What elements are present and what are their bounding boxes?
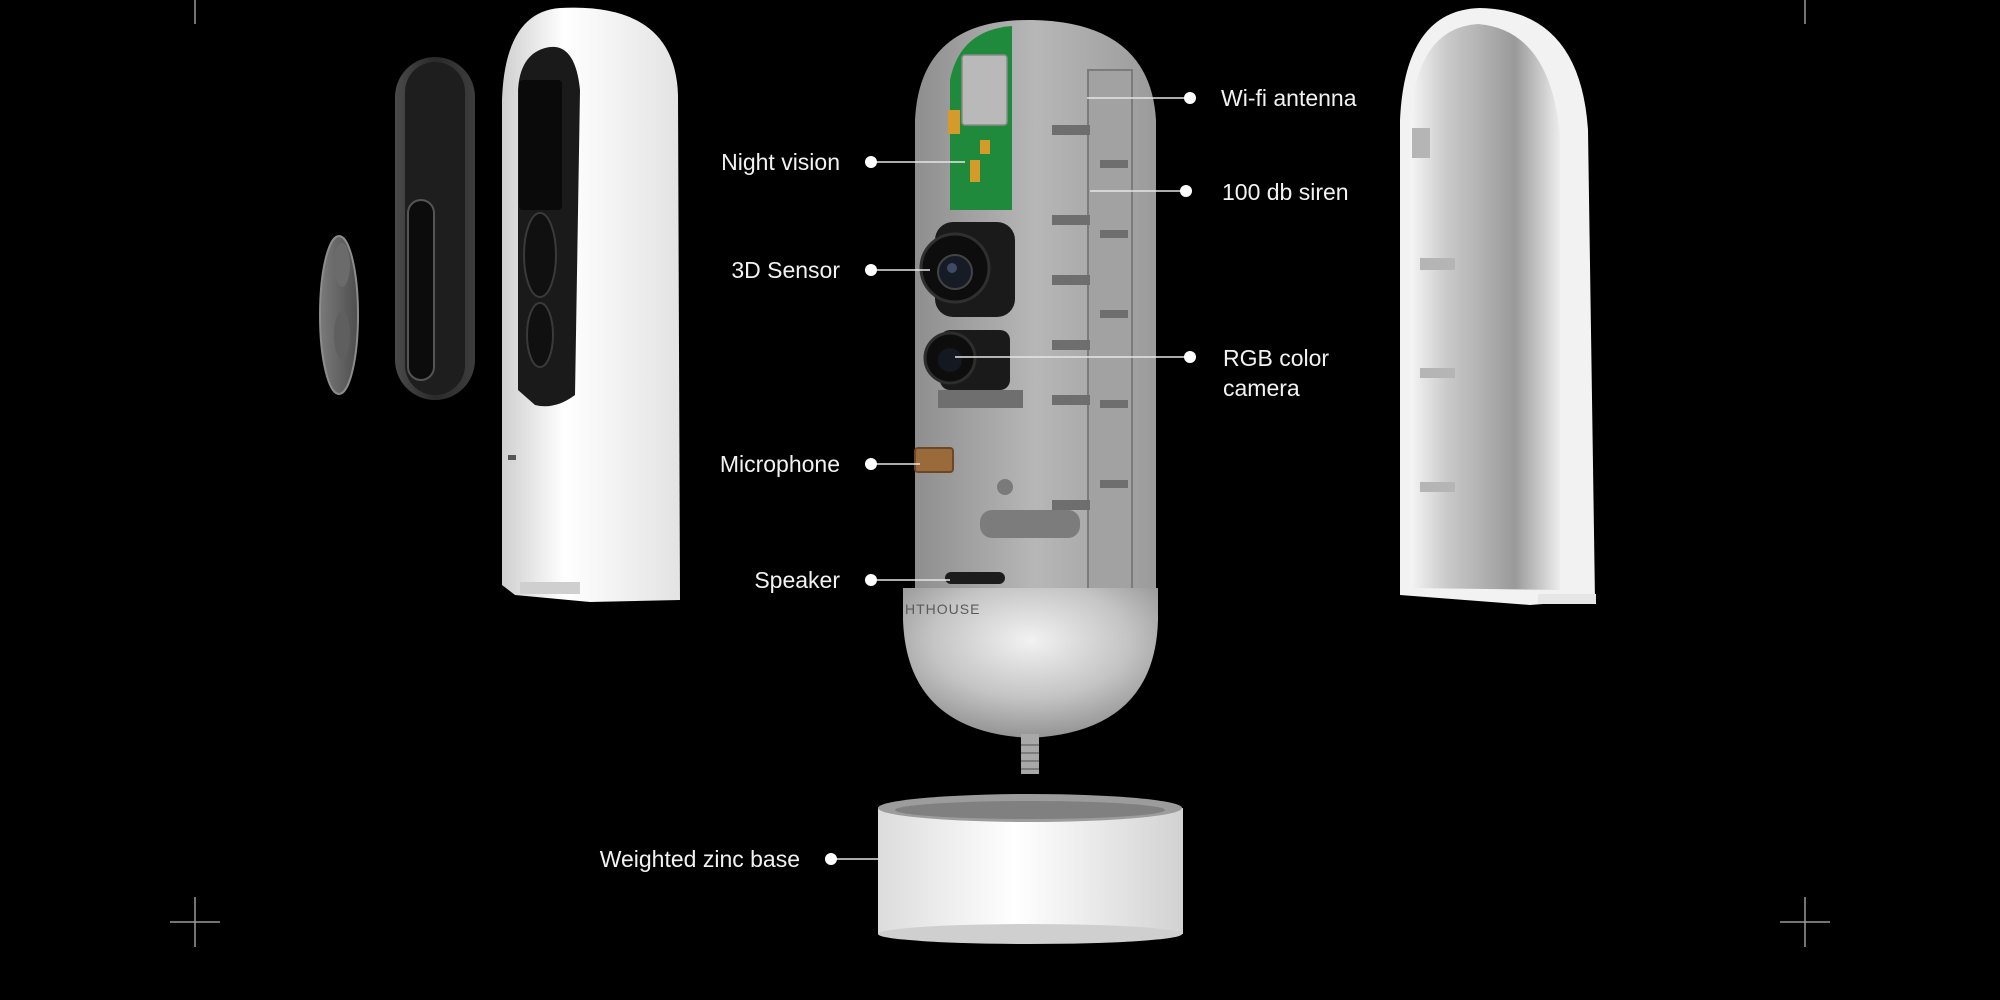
leader-dot xyxy=(1184,351,1196,363)
back-shell-part xyxy=(1400,8,1596,605)
label-rgb-camera: RGB color camera xyxy=(1223,343,1329,403)
leader-lines xyxy=(825,92,1196,865)
leader-dot xyxy=(865,264,877,276)
brand-fragment: HTHOUSE xyxy=(905,601,980,617)
leader-dot xyxy=(825,853,837,865)
corner-marks xyxy=(170,0,1830,947)
label-wifi-antenna: Wi-fi antenna xyxy=(1221,85,1357,111)
rgb-camera-lens xyxy=(923,330,1010,390)
speaker-part xyxy=(945,572,1005,584)
front-bezel-part xyxy=(395,57,475,400)
label-siren: 100 db siren xyxy=(1222,179,1349,205)
label-microphone: Microphone xyxy=(719,451,840,477)
label-3d-sensor: 3D Sensor xyxy=(731,257,840,283)
leader-dot xyxy=(865,458,877,470)
label-speaker: Speaker xyxy=(754,567,840,593)
label-night-vision: Night vision xyxy=(721,149,840,175)
internal-assembly: HTHOUSE xyxy=(903,19,1158,774)
leader-dot xyxy=(865,574,877,586)
leader-dot xyxy=(865,156,877,168)
lens-cover-part xyxy=(319,235,359,395)
label-rgb-camera-line1: RGB color xyxy=(1223,345,1330,371)
front-shell-part xyxy=(502,7,680,603)
3d-sensor-lens xyxy=(919,222,1015,317)
leader-dot xyxy=(1180,185,1192,197)
leader-dot xyxy=(1184,92,1196,104)
weighted-base-part xyxy=(878,794,1183,944)
microphone-part xyxy=(914,447,954,473)
label-zinc-base: Weighted zinc base xyxy=(599,846,800,872)
label-rgb-camera-line2: camera xyxy=(1223,375,1300,401)
